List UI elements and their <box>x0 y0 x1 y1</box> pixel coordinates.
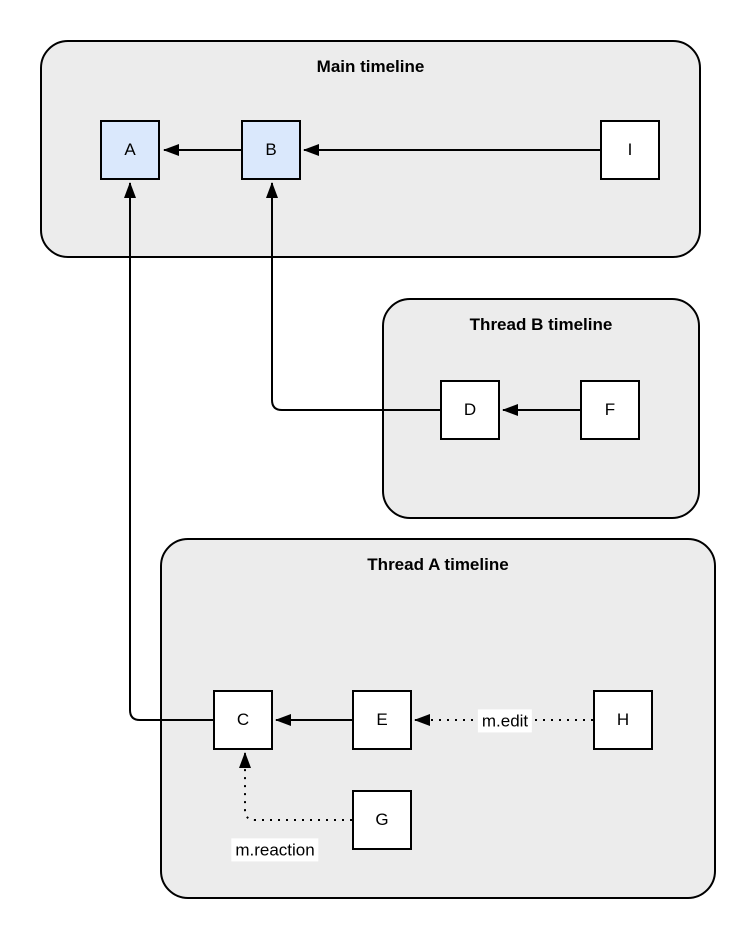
node-d: D <box>440 380 500 440</box>
main-timeline-title: Main timeline <box>316 57 425 76</box>
node-e-label: E <box>376 710 388 729</box>
node-g: G <box>352 790 412 850</box>
node-e: E <box>352 690 412 750</box>
node-f: F <box>580 380 640 440</box>
node-a-label: A <box>124 140 136 159</box>
node-c-label: C <box>236 710 250 729</box>
thread-b-timeline-title: Thread B timeline <box>469 315 613 334</box>
node-b: B <box>241 120 301 180</box>
node-f-label: F <box>604 400 616 419</box>
edge-label-m-reaction: m.reaction <box>231 838 319 862</box>
node-b-label: B <box>265 140 277 159</box>
thread-a-timeline-title: Thread A timeline <box>367 555 509 574</box>
node-a: A <box>100 120 160 180</box>
container-thread-b-timeline: Thread B timeline <box>382 298 700 519</box>
edge-label-m-edit: m.edit <box>477 709 533 733</box>
node-g-label: G <box>375 810 389 829</box>
node-h: H <box>593 690 653 750</box>
node-i: I <box>600 120 660 180</box>
node-i-label: I <box>627 140 633 159</box>
node-h-label: H <box>616 710 630 729</box>
node-c: C <box>213 690 273 750</box>
node-d-label: D <box>463 400 477 419</box>
